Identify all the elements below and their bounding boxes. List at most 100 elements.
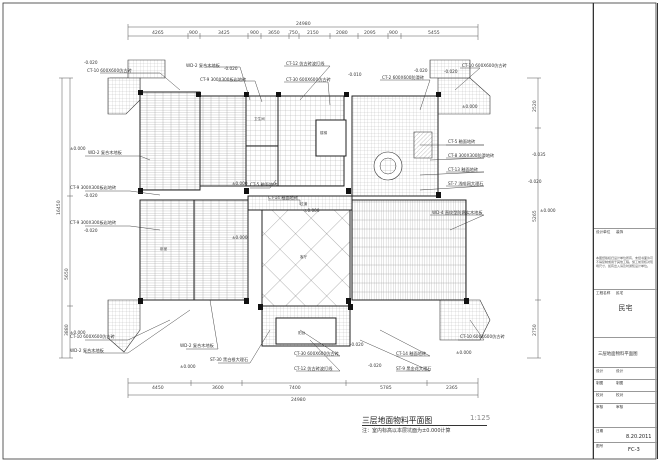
label-ct13-right: CT-13 釉面地砖 [448, 166, 478, 173]
label-st7-right: ST-7 浅啡网大理石 [448, 180, 483, 187]
tb-row-dwgno: 图号 [594, 442, 657, 460]
room-tag: 卧室 [160, 246, 168, 251]
title-block: 设计单位 装饰 本图纸版权归设计单位所有，未经书面许可不得复制或用于其他工程。施… [593, 3, 658, 459]
dim-top-seg: 900 [250, 30, 259, 36]
room-tag: 卫生间 [254, 116, 265, 121]
elevation-mark: ±0.000 [70, 330, 86, 335]
drawing-title: 三层地面物料平面图 [362, 416, 433, 425]
tb-row-label: 设计单位 [596, 230, 611, 234]
tb-date: 8.20.2011 [626, 434, 652, 440]
tb-drawname-cell [594, 337, 657, 368]
label-ct14-mid: CT-14 釉面地砖 [268, 194, 298, 201]
tb-row: 设计 设计 [594, 367, 657, 380]
room-tag: 过道 [300, 201, 308, 206]
label-ct2-top: CT-2 600X600防滑砖 [382, 74, 424, 81]
title-underline [362, 425, 487, 426]
dim-bottom-seg: 2365 [446, 385, 458, 391]
tb-row-value: 装饰 [616, 230, 624, 234]
elevation-mark: ±0.000 [70, 146, 86, 151]
dim-left-seg: 16450 [56, 200, 62, 215]
elevation-mark: ±0.000 [456, 350, 472, 355]
elevation-mark: ±0.000 [180, 364, 196, 369]
dim-left-seg: 3880 [64, 324, 70, 336]
tb-notes: 本图纸版权归设计单位所有，未经书面许可不得复制或用于其他工程。施工前须核对现场尺… [596, 256, 654, 269]
label-ct10-tr: CT-10 600X600仿古砖 [462, 62, 507, 69]
dim-left-seg: 5650 [64, 268, 70, 280]
tb-row: 工程名称 民宅 [594, 289, 657, 300]
label-ct12-top: CT-12 仿古砖波打线 [286, 60, 325, 67]
tb-row: 制图 制图 [594, 379, 657, 392]
tb-row-value: 制图 [616, 381, 624, 385]
label-ct9-left-b: CT-9 300X300板岩地砖 [70, 219, 116, 226]
room-tag: 客厅 [300, 254, 308, 259]
bottom-dimensions [127, 378, 479, 398]
dim-top-seg: 900 [189, 30, 198, 36]
label-ct30-top: CT-30 600X600仿古砖 [286, 76, 331, 83]
room-tag: 阳台 [298, 330, 306, 335]
elevation-mark: -0.020 [84, 193, 98, 198]
elevation-mark: -0.020 [224, 66, 238, 71]
label-ct5-mid: CT-5 釉面地砖 [250, 181, 277, 188]
tb-row-value: 校对 [616, 393, 624, 397]
drawing-note: 注：室内标高以本层坑面为±0.000计算 [362, 428, 451, 434]
tb-drawing-number: FC-3 [628, 447, 640, 453]
label-ct9-top: CT-9 300X300板岩地砖 [200, 76, 246, 83]
dim-bottom-seg: 7400 [289, 385, 301, 391]
dim-right-seg: 2750 [532, 324, 538, 336]
dim-top-seg: 900 [389, 30, 398, 36]
elevation-marks: -0.020 ±0.000 -0.020 -0.010 -0.020 ±0.00… [70, 60, 556, 369]
dim-top-seg: 2095 [364, 30, 376, 36]
dim-top-seg: 2150 [307, 30, 319, 36]
label-ct5-right: CT-5 釉面地砖 [448, 138, 475, 145]
label-wd2-bm: WD-2 复合木地板 [180, 342, 215, 349]
elevation-mark: ±0.000 [462, 104, 478, 109]
label-ct10-tl: CT-10 600X600仿古砖 [87, 67, 132, 74]
label-st30-bottom: ST-30 黑白根大理石 [210, 356, 248, 363]
top-dimensions [127, 24, 479, 40]
label-ct9-left-a: CT-9 300X300板岩地砖 [70, 184, 116, 191]
tb-row-label: 图号 [596, 444, 604, 448]
tb-row-label: 日期 [596, 429, 604, 433]
label-ct10-br: CT-10 600X600仿古砖 [460, 333, 505, 340]
dim-right-seg: 2520 [532, 100, 538, 112]
elevation-mark: ±0.000 [304, 208, 320, 213]
dim-top-seg: 4265 [152, 30, 164, 36]
dim-top-seg: 750 [289, 30, 298, 36]
tb-row-label: 审核 [596, 405, 604, 409]
dim-bottom-seg: 5785 [380, 385, 392, 391]
label-st9-bottom: ST-9 黑金花大理石 [396, 365, 431, 372]
dim-bottom-seg: 4450 [152, 385, 164, 391]
label-wd2-left: WD-2 复合木地板 [88, 149, 123, 156]
rooms [139, 91, 467, 347]
label-ct30-bottom: CT-30 600X600仿古砖 [294, 350, 339, 357]
dim-overall-bottom: 24980 [291, 397, 306, 403]
dim-top-seg: 2080 [336, 30, 348, 36]
tb-row-value: 设计 [616, 369, 624, 373]
columns [138, 90, 469, 310]
elevation-mark: -0.035 [532, 152, 546, 157]
dim-top-seg: 5455 [428, 30, 440, 36]
room-tags: 楼梯 过道 卫生间 客厅 卧室 阳台 [160, 116, 328, 335]
tb-row-label: 工程名称 [596, 291, 611, 295]
label-wd2-top: WD-2 复合木地板 [186, 62, 221, 69]
label-ct12-bottom: CT-12 仿古砖波打线 [294, 365, 333, 372]
elevation-mark: -0.020 [444, 69, 458, 74]
dim-top-seg: 3650 [268, 30, 280, 36]
elevation-mark: ±0.000 [232, 181, 248, 186]
tb-project: 民宅 [618, 304, 633, 312]
tb-row-label: 设计 [596, 369, 604, 373]
leader-lines [85, 65, 485, 372]
elevation-mark: -0.020 [414, 68, 428, 73]
tb-row-value: 民宅 [616, 291, 624, 295]
drawing-scale: 1:125 [470, 414, 491, 422]
elevation-mark: -0.020 [368, 363, 382, 368]
label-ct14-bottom: CT-14 釉面地砖 [396, 350, 426, 357]
tb-row: 审核 审核 [594, 403, 657, 416]
tb-row-label: 校对 [596, 393, 604, 397]
dim-bottom-seg: 3600 [212, 385, 224, 391]
tb-row-label: 制图 [596, 381, 604, 385]
label-wd2-bl: WD-2 复合木地板 [70, 347, 105, 354]
bay-windows [107, 59, 491, 353]
tb-drawing-name: 三层地面物料平面图 [598, 352, 638, 357]
